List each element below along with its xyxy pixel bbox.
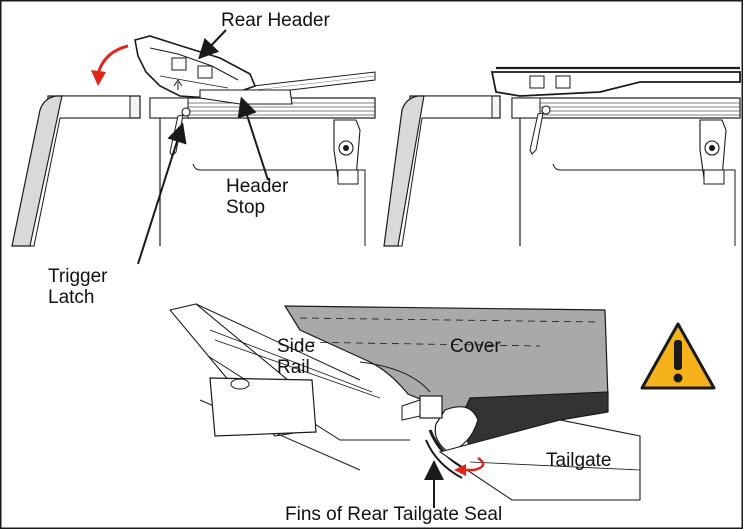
panel-header-closed <box>383 66 741 247</box>
leader-rear-header <box>198 29 227 60</box>
label-header-stop: Header Stop <box>226 176 289 218</box>
panel-tailgate-seal <box>169 303 641 501</box>
label-tailgate: Tailgate <box>546 450 612 471</box>
label-fins-seal: Fins of Rear Tailgate Seal <box>285 504 503 525</box>
label-rear-header: Rear Header <box>221 10 330 31</box>
label-cover: Cover <box>450 336 501 357</box>
label-trigger-latch: Trigger Latch <box>48 266 108 308</box>
leader-header-stop <box>237 96 269 181</box>
leader-trigger-latch <box>137 122 187 265</box>
panel-header-open <box>11 35 376 247</box>
label-side-rail: Side Rail <box>277 336 316 378</box>
warning-icon <box>640 322 716 390</box>
